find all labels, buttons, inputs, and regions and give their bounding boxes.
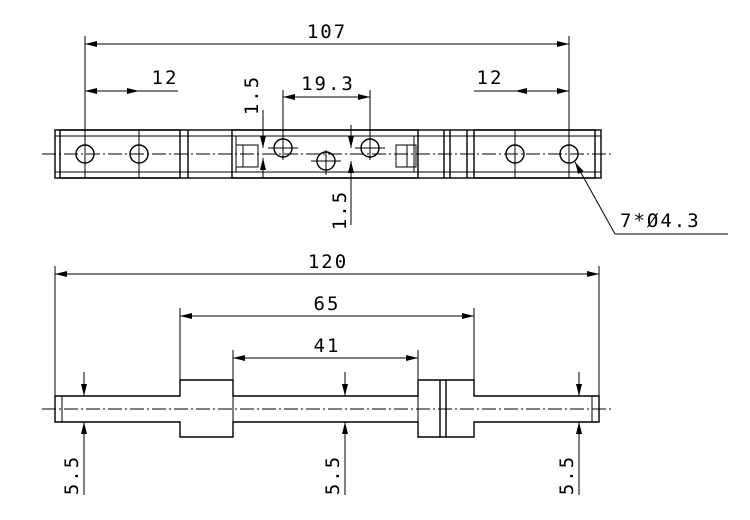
top-view: 107 12 12 19.3 1.5 1.5 7*Ø4.3 — [42, 21, 728, 235]
dim-offset-upper: 1.5 — [241, 75, 263, 115]
dim-left-hole-spacing: 12 — [152, 67, 179, 89]
dim-right-hole-spacing: 12 — [477, 67, 504, 89]
dim-center-hole-spacing: 19.3 — [301, 73, 355, 95]
shaft-outline — [54, 379, 600, 438]
dim-dia-left: 5.5 — [61, 455, 83, 495]
hole-callout: 7*Ø4.3 — [620, 210, 701, 232]
dim-middle-length: 41 — [314, 335, 341, 357]
side-view: 120 65 41 5.5 5.5 5.5 — [42, 251, 612, 495]
dim-shoulder-length: 65 — [314, 293, 341, 315]
dim-dia-center: 5.5 — [322, 455, 344, 495]
dim-offset-lower: 1.5 — [329, 190, 351, 230]
dim-dia-right: 5.5 — [556, 455, 578, 495]
dim-side-overall: 120 — [308, 251, 348, 273]
dim-top-overall: 107 — [307, 21, 347, 43]
